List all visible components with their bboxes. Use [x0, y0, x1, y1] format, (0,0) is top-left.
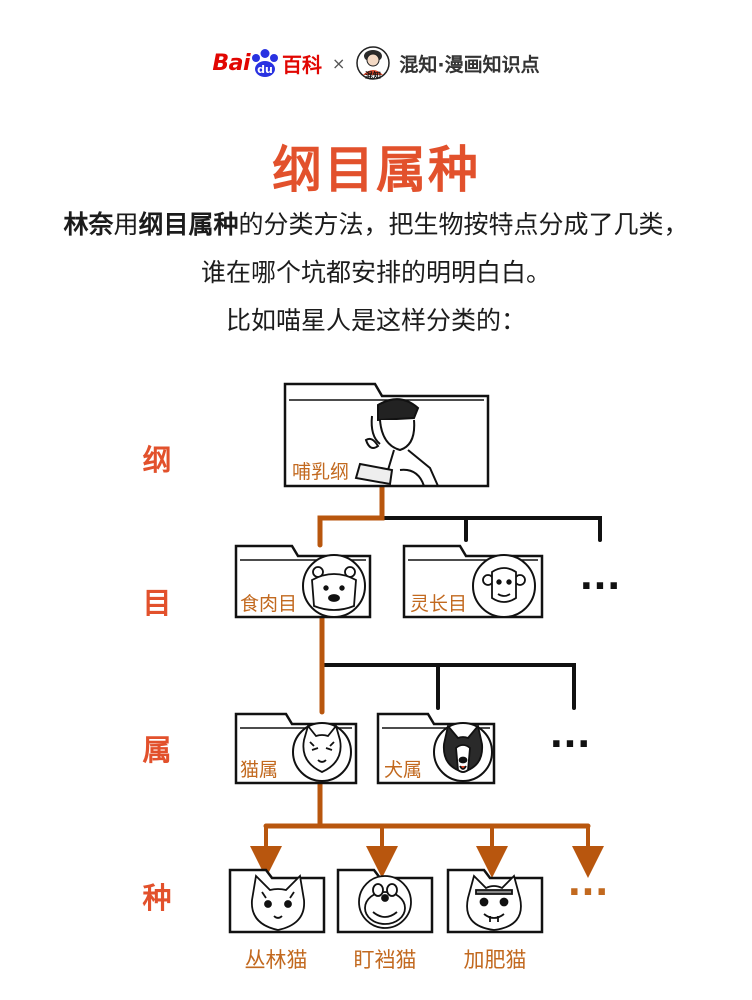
- scientist-cartoon-icon: [354, 398, 439, 487]
- ellipsis-order: ···: [579, 566, 620, 607]
- folder-label-class: 哺乳纲: [292, 461, 349, 483]
- folder-order-primates: 灵长目: [402, 544, 544, 619]
- folder-species-staring-cat: [336, 868, 434, 934]
- baidu-baike-logo: Bai du 百科: [212, 48, 322, 78]
- species-arrows: [250, 826, 604, 878]
- brand-name: 混知·漫画知识点: [399, 53, 540, 76]
- mascot-avatar-icon: 混知: [356, 46, 391, 80]
- level-label-class: 纲: [142, 443, 172, 477]
- ellipsis-species: ···: [567, 872, 608, 913]
- species-label-jungle-cat: 丛林猫: [245, 948, 308, 972]
- branch-lines-highlight: [263, 483, 591, 829]
- intro-line-3: 比如喵星人是这样分类的：: [225, 306, 526, 335]
- folder-label-carnivora: 食肉目: [240, 593, 297, 615]
- intro-text-2: 的分类方法，把生物按特点分成了几类，: [238, 210, 689, 239]
- baidu-baike-text: 百科: [282, 52, 323, 77]
- cat-face-icon: [302, 724, 342, 773]
- folder-species-jungle-cat: [228, 868, 326, 934]
- species-label-garfield: 加肥猫: [464, 948, 527, 972]
- level-label-order: 目: [142, 586, 172, 620]
- page-title: 纲目属种: [272, 141, 480, 199]
- folder-label-canis: 犬属: [384, 759, 422, 781]
- folder-class: 哺乳纲: [283, 382, 490, 488]
- ellipsis-genus: ···: [549, 724, 590, 765]
- mascot-badge-text: 混知: [365, 70, 381, 80]
- folder-species-garfield: [446, 868, 544, 934]
- husky-face-icon: [442, 724, 484, 773]
- level-label-genus: 属: [142, 733, 172, 767]
- folder-label-primates: 灵长目: [410, 593, 467, 615]
- intro-classification: 纲目属种: [138, 210, 239, 239]
- monkey-face-icon: [482, 567, 526, 603]
- level-label-species: 种: [142, 881, 172, 915]
- header: Bai du 百科 × 混知 混知·漫画知识点: [0, 38, 752, 88]
- intro-linnaeus: 林奈: [63, 210, 114, 239]
- doraemon-cat-icon: [358, 875, 412, 929]
- species-label-staring-cat: 盯裆猫: [354, 948, 417, 972]
- intro-line-2: 谁在哪个坑都安排的明明白白。: [200, 258, 551, 287]
- branch-lines-other: [320, 516, 602, 710]
- intro-text-1: 用: [113, 210, 139, 239]
- baidu-logo-text: Bai: [212, 50, 251, 76]
- folder-order-carnivora: 食肉目: [234, 544, 372, 619]
- garfield-icon: [466, 874, 522, 931]
- cross-icon: ×: [332, 53, 346, 73]
- jungle-cat-icon: [251, 874, 305, 931]
- baidu-paw-icon: du: [252, 49, 279, 77]
- folder-genus-canis: 犬属: [376, 712, 496, 785]
- bear-face-icon: [311, 566, 357, 611]
- folder-genus-felis: 猫属: [234, 712, 358, 785]
- baidu-du-text: du: [257, 63, 273, 76]
- intro-line-1: 林奈用纲目属种的分类方法，把生物按特点分成了几类，: [0, 210, 752, 240]
- folder-label-felis: 猫属: [240, 759, 278, 781]
